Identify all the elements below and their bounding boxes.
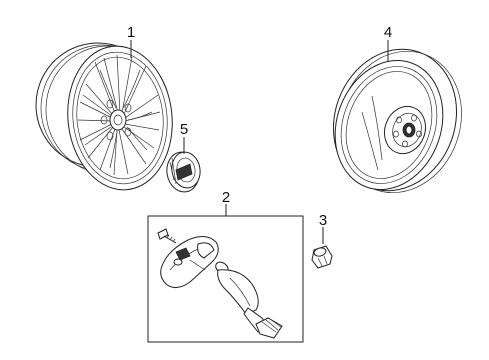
tpms-sensor-box	[147, 215, 304, 343]
callout-4: 4	[384, 24, 392, 41]
alloy-wheel	[35, 42, 173, 191]
callout-5: 5	[180, 121, 188, 138]
callout-2: 2	[222, 189, 230, 206]
sensor-body	[160, 236, 219, 288]
callout-1: 1	[127, 24, 135, 41]
valve-cap	[311, 245, 333, 269]
center-cap	[166, 151, 201, 193]
sensor-screw	[157, 228, 177, 244]
spare-wheel	[332, 48, 462, 194]
valve-stem	[215, 261, 283, 339]
leader-lines	[130, 40, 389, 244]
callout-3: 3	[319, 212, 327, 229]
